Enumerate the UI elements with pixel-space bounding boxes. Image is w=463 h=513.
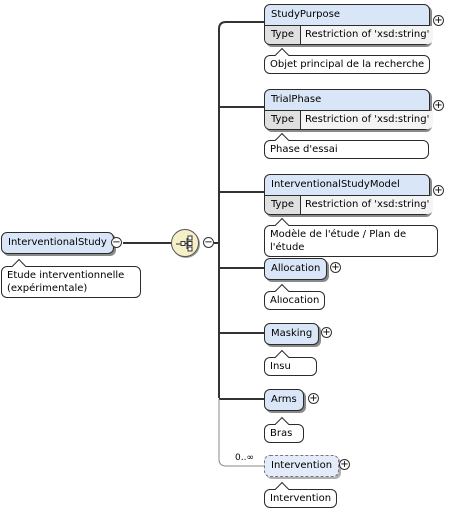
element-name: Arms xyxy=(271,394,297,405)
annotation-text: Intervention xyxy=(270,493,332,504)
expand-toggle-trialphase[interactable]: + xyxy=(433,100,444,111)
sequence-compositor[interactable] xyxy=(171,229,199,257)
element-node-intervention[interactable]: Intervention xyxy=(264,455,340,477)
element-name: Intervention xyxy=(271,460,333,471)
element-node-studypurpose[interactable]: StudyPurpose Type Restriction of 'xsd:st… xyxy=(264,4,434,45)
type-row: Type Restriction of 'xsd:string' xyxy=(265,25,434,44)
element-node-allocation[interactable]: Allocation xyxy=(264,258,328,280)
annotation-text: Allocation xyxy=(270,295,320,306)
element-name: StudyPurpose xyxy=(271,9,341,20)
expand-toggle-arms[interactable]: + xyxy=(308,393,319,404)
element-node-arms[interactable]: Arms xyxy=(264,389,304,411)
type-label: Type xyxy=(265,196,301,214)
cardinality-label: 0..∞ xyxy=(235,453,254,463)
annotation-trialphase: Phase d'essai xyxy=(264,140,429,159)
root-element-node[interactable]: InterventionalStudy xyxy=(1,232,114,254)
element-name: Allocation xyxy=(271,263,321,274)
element-name: InterventionalStudyModel xyxy=(271,179,400,190)
type-label: Type xyxy=(265,26,301,44)
root-element-name: InterventionalStudy xyxy=(8,237,107,248)
annotation-allocation: Allocation xyxy=(264,291,326,310)
annotation-text: Phase d'essai xyxy=(270,144,338,155)
sequence-collapse-toggle[interactable]: − xyxy=(203,237,214,248)
type-row: Type Restriction of 'xsd:string' xyxy=(265,195,434,214)
type-label: Type xyxy=(265,111,301,129)
element-name: Masking xyxy=(271,328,313,339)
annotation-text: Bras xyxy=(270,428,293,439)
annotation-text: Modèle de l'étude / Plan de l'étude xyxy=(270,229,407,253)
type-value: Restriction of 'xsd:string' xyxy=(300,111,434,129)
type-value: Restriction of 'xsd:string' xyxy=(300,26,434,44)
element-node-masking[interactable]: Masking xyxy=(264,323,320,345)
root-annotation-text: Etude interventionnelle (expérimentale) xyxy=(7,270,125,294)
expand-toggle-masking[interactable]: + xyxy=(321,327,332,338)
expand-toggle-allocation[interactable]: + xyxy=(330,262,341,273)
expand-toggle-studypurpose[interactable]: + xyxy=(433,15,444,26)
element-node-trialphase[interactable]: TrialPhase Type Restriction of 'xsd:stri… xyxy=(264,89,434,130)
element-node-interventionalstudymodel[interactable]: InterventionalStudyModel Type Restrictio… xyxy=(264,174,434,215)
annotation-studypurpose: Objet principal de la recherche xyxy=(264,55,431,74)
type-row: Type Restriction of 'xsd:string' xyxy=(265,110,434,129)
element-name: TrialPhase xyxy=(271,94,322,105)
root-annotation: Etude interventionnelle (expérimentale) xyxy=(1,266,141,298)
expand-toggle-interventionalstudymodel[interactable]: + xyxy=(433,185,444,196)
annotation-text: Objet principal de la recherche xyxy=(270,59,425,70)
annotation-text: Insu xyxy=(270,361,291,372)
annotation-interventionalstudymodel: Modèle de l'étude / Plan de l'étude xyxy=(264,225,438,257)
annotation-masking: Insu xyxy=(264,357,317,376)
expand-toggle-intervention[interactable]: + xyxy=(339,459,350,470)
annotation-intervention: Intervention xyxy=(264,489,338,508)
annotation-arms: Bras xyxy=(264,424,304,443)
root-collapse-toggle[interactable]: − xyxy=(111,237,122,248)
type-value: Restriction of 'xsd:string' xyxy=(300,196,434,214)
sequence-compositor-icon xyxy=(176,235,193,252)
